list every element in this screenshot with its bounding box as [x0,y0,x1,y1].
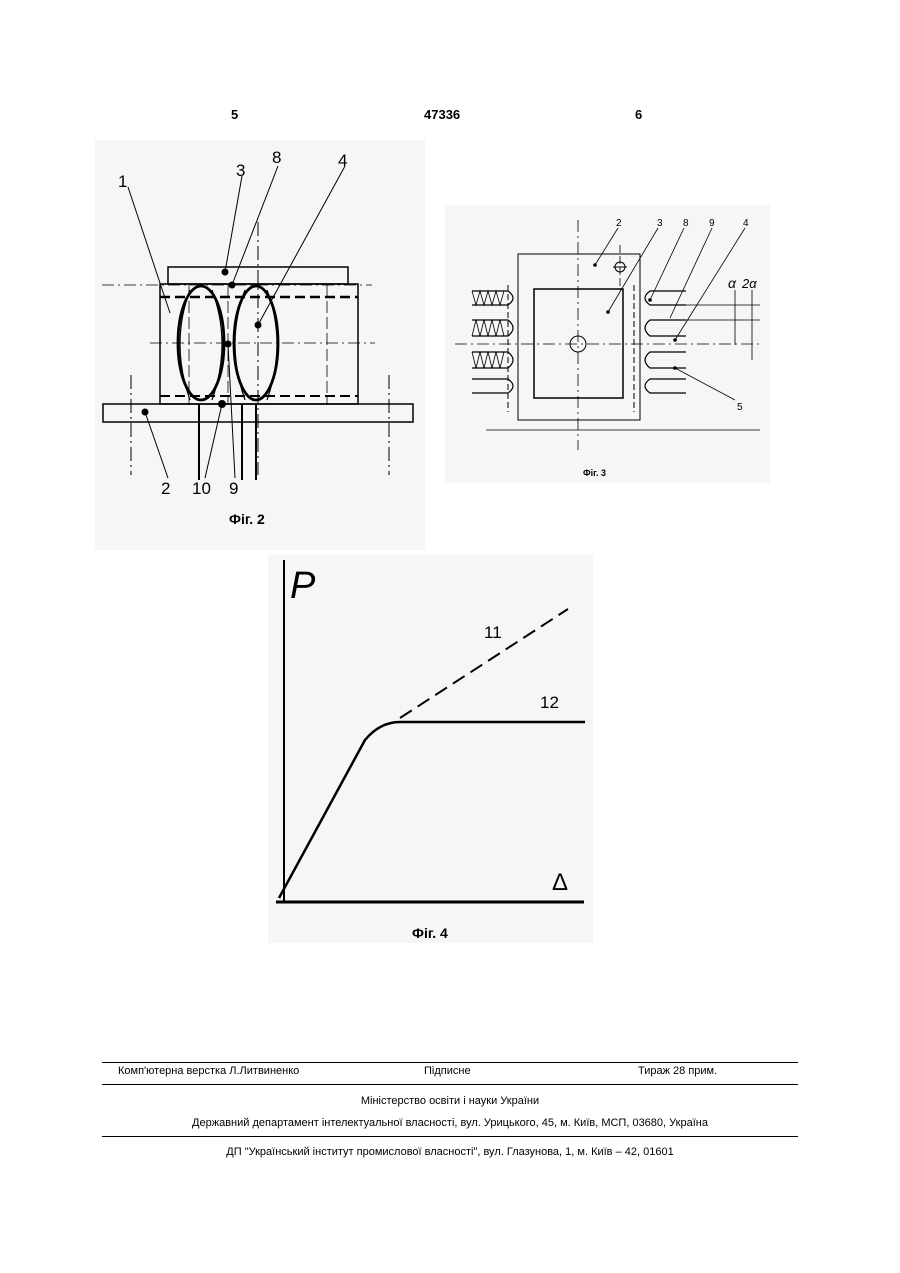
footer-circulation: Тираж 28 прим. [638,1065,717,1077]
footer-rule-middle [102,1084,798,1085]
footer-rule-bottom [102,1136,798,1137]
fig4-caption: Фіг. 4 [412,925,448,941]
curve-12 [279,722,585,898]
footer-signed: Підписне [424,1065,471,1077]
footer-institute: ДП "Український інститут промислової вла… [102,1146,798,1158]
footer-department: Державний департамент інтелектуальної вл… [102,1117,798,1129]
footer-rule-top [102,1062,798,1063]
y-axis-symbol: P [290,565,316,607]
curve-12-label: 12 [540,693,559,712]
footer-layout-credit: Комп'ютерна верстка Л.Литвиненко [118,1065,299,1077]
footer-ministry: Міністерство освіти і науки України [102,1095,798,1107]
x-axis-symbol: Δ [552,869,568,896]
curve-11-label: 11 [484,623,502,642]
